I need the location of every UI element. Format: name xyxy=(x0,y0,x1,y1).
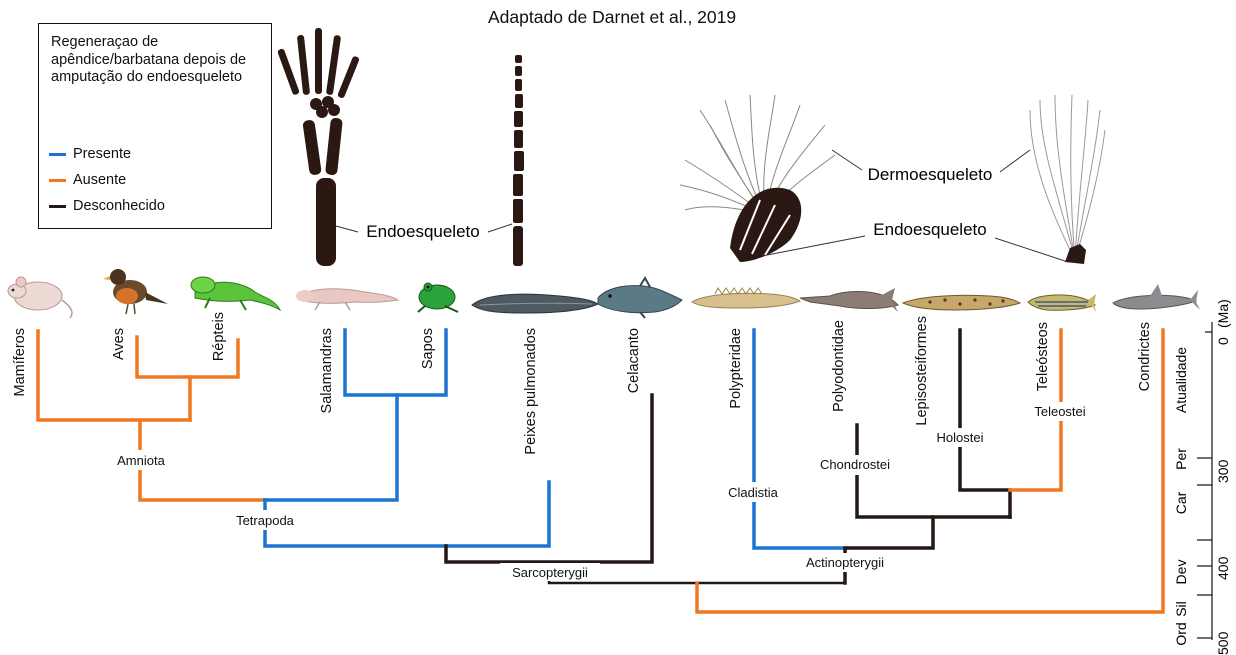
period-per: Per xyxy=(1173,448,1189,470)
legend-swatch-presente xyxy=(49,153,66,156)
branch-lepisosteiformes xyxy=(960,330,1010,517)
bichir-icon xyxy=(692,288,800,308)
taxon-label-polyodontidae: Polyodontidae xyxy=(831,320,847,412)
actinopterygian-fin xyxy=(680,95,835,262)
clade-chondrostei: Chondrostei xyxy=(820,457,890,472)
axis-unit-label: (Ma) xyxy=(1215,299,1231,328)
tetrapod-limb-skeleton xyxy=(277,28,360,266)
period-dev: Dev xyxy=(1173,560,1189,585)
legend-item-ausente: Ausente xyxy=(49,172,126,188)
lungfish-fin-skeleton xyxy=(513,55,524,266)
clade-holostei: Holostei xyxy=(937,430,984,445)
taxon-label-lepisosteiformes: Lepisosteiformes xyxy=(914,316,930,426)
legend-label-desconhecido: Desconhecido xyxy=(73,198,165,214)
period-sil: Sil xyxy=(1173,601,1189,617)
taxon-label-condrictes: Condrictes xyxy=(1137,322,1153,391)
coelacanth-icon xyxy=(598,278,682,318)
clade-actinopterygii: Actinopterygii xyxy=(806,555,884,570)
taxon-label-mamiferos: Mamíferos xyxy=(12,328,28,397)
clade-teleostei: Teleostei xyxy=(1034,404,1085,419)
period-ord: Ord xyxy=(1173,622,1189,645)
taxon-label-salamandras: Salamandras xyxy=(319,328,335,413)
lungfish-icon xyxy=(472,294,598,313)
taxon-label-aves: Aves xyxy=(111,328,127,360)
legend-item-desconhecido: Desconhecido xyxy=(49,198,165,214)
teleost-fin xyxy=(1030,95,1105,264)
legend-item-presente: Presente xyxy=(49,146,131,162)
salamander-icon xyxy=(296,289,398,310)
tick-0: 0 xyxy=(1215,337,1231,345)
legend-label-ausente: Ausente xyxy=(73,172,126,188)
paddlefish-icon xyxy=(800,288,898,312)
figure-title: Adaptado de Darnet et al., 2019 xyxy=(488,7,736,28)
period-atualidade: Atualidade xyxy=(1173,347,1189,413)
gar-icon xyxy=(903,295,1020,310)
label-dermoesqueleto: Dermoesqueleto xyxy=(868,165,993,184)
clade-amniota: Amniota xyxy=(117,453,165,468)
frog-icon xyxy=(418,283,458,312)
taxon-label-teleosteos: Teleósteos xyxy=(1035,322,1051,391)
label-endoesqueleto-right: Endoesqueleto xyxy=(873,220,986,239)
legend-label-presente: Presente xyxy=(73,146,131,162)
bird-icon xyxy=(103,269,168,314)
taxon-label-celacanto: Celacanto xyxy=(626,328,642,393)
mouse-icon xyxy=(8,277,72,318)
taxon-label-peixes-pulmonados: Peixes pulmonados xyxy=(523,328,539,455)
taxon-label-repteis: Répteis xyxy=(211,312,227,361)
zebrafish-icon xyxy=(1028,294,1096,312)
clade-cladistia: Cladistia xyxy=(728,485,779,500)
legend-title: Regeneraçao de apêndice/barbatana depois… xyxy=(51,34,266,87)
clade-sarcopterygii: Sarcopterygii xyxy=(512,565,588,580)
tick-400: 400 xyxy=(1215,556,1231,580)
tree-branches xyxy=(38,330,1163,612)
legend-swatch-ausente xyxy=(49,179,66,182)
clade-tetrapoda: Tetrapoda xyxy=(236,513,295,528)
timescale xyxy=(1197,322,1212,640)
label-endoesqueleto-left: Endoesqueleto xyxy=(366,222,479,241)
clade-labels: Amniota Tetrapoda Sarcopterygii Cladisti… xyxy=(105,402,1093,581)
branch-tetrapoda xyxy=(265,482,549,546)
legend: Regeneraçao de apêndice/barbatana depois… xyxy=(38,23,272,229)
tick-300: 300 xyxy=(1215,459,1231,483)
lizard-icon xyxy=(191,277,280,310)
legend-swatch-desconhecido xyxy=(49,205,66,208)
branch-actinopterygii xyxy=(845,517,933,583)
branch-condrictes xyxy=(697,330,1163,612)
taxon-label-sapos: Sapos xyxy=(420,328,436,369)
tick-500: 500 xyxy=(1215,631,1231,655)
shark-icon xyxy=(1113,284,1200,310)
period-car: Car xyxy=(1173,491,1189,514)
taxon-label-polypteridae: Polypteridae xyxy=(728,328,744,409)
